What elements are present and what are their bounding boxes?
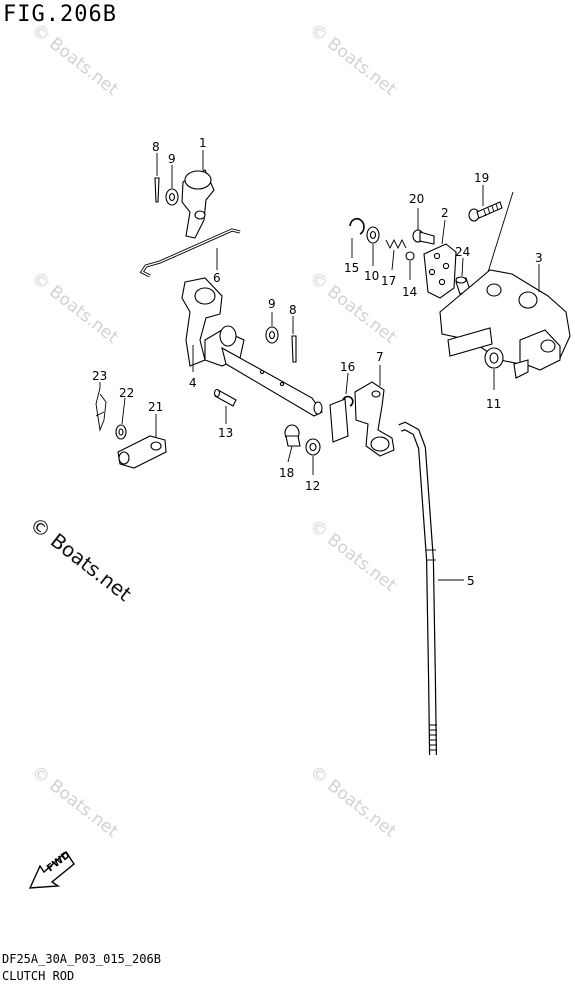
callout-2: 2: [441, 206, 449, 220]
part-8-cotter-pin-lower[interactable]: [291, 335, 297, 363]
part-20-bolt[interactable]: [412, 229, 435, 245]
diagram-name: CLUTCH ROD: [2, 969, 75, 983]
washer-hole: [168, 192, 176, 202]
callout-14: 14: [402, 285, 417, 299]
fwd-arrow-icon: FWD: [28, 850, 75, 889]
callout-3: 3: [535, 251, 543, 265]
callout-9-lower: 9: [268, 297, 276, 311]
callout-7: 7: [376, 350, 384, 364]
callout-15: 15: [344, 261, 359, 275]
part-16-snap-ring[interactable]: [342, 395, 354, 407]
callout-23: 23: [92, 369, 107, 383]
washer-hole: [489, 352, 499, 364]
part-1-lever[interactable]: [181, 169, 215, 239]
part-5-clutch-rod[interactable]: [398, 421, 437, 756]
washer-hole: [309, 442, 317, 452]
callout-19: 19: [474, 171, 489, 185]
figure-title: FIG.206B: [3, 2, 117, 27]
callout-17: 17: [381, 274, 396, 288]
part-15-snap-ring[interactable]: [349, 218, 365, 235]
part-2-plate[interactable]: [423, 243, 457, 299]
part-3-housing[interactable]: [439, 269, 571, 379]
callout-20: 20: [409, 192, 424, 206]
callout-18: 18: [279, 466, 294, 480]
part-8-cotter-pin[interactable]: [154, 177, 160, 203]
callout-13: 13: [218, 426, 233, 440]
washer-hole: [369, 230, 377, 240]
part-19-bolt[interactable]: [468, 201, 503, 222]
callout-9-upper: 9: [168, 152, 176, 166]
washer-hole: [118, 428, 124, 436]
callout-1: 1: [199, 136, 207, 150]
callout-8-upper: 8: [152, 140, 160, 154]
part-23-clip[interactable]: [95, 387, 107, 432]
callout-24: 24: [455, 245, 470, 259]
part-13-pin[interactable]: [213, 388, 237, 407]
part-4-shift-shaft[interactable]: [181, 277, 323, 417]
diagram-code: DF25A_30A_P03_015_206B: [2, 952, 161, 966]
part-18-bolt[interactable]: [284, 424, 301, 447]
callout-22: 22: [119, 386, 134, 400]
callout-12: 12: [305, 479, 320, 493]
part-17-spring[interactable]: [385, 238, 407, 250]
part-6-link-rod[interactable]: [139, 228, 241, 278]
part-7-holder[interactable]: [329, 381, 395, 457]
part-21-joint[interactable]: [117, 435, 167, 469]
washer-hole: [268, 330, 276, 340]
callout-6: 6: [213, 271, 221, 285]
callout-5: 5: [467, 574, 475, 588]
callout-21: 21: [148, 400, 163, 414]
callout-4: 4: [189, 376, 197, 390]
callout-8-lower: 8: [289, 303, 297, 317]
part-14-ball[interactable]: [405, 251, 415, 261]
callout-11: 11: [486, 397, 501, 411]
callout-10: 10: [364, 269, 379, 283]
callout-16: 16: [340, 360, 355, 374]
